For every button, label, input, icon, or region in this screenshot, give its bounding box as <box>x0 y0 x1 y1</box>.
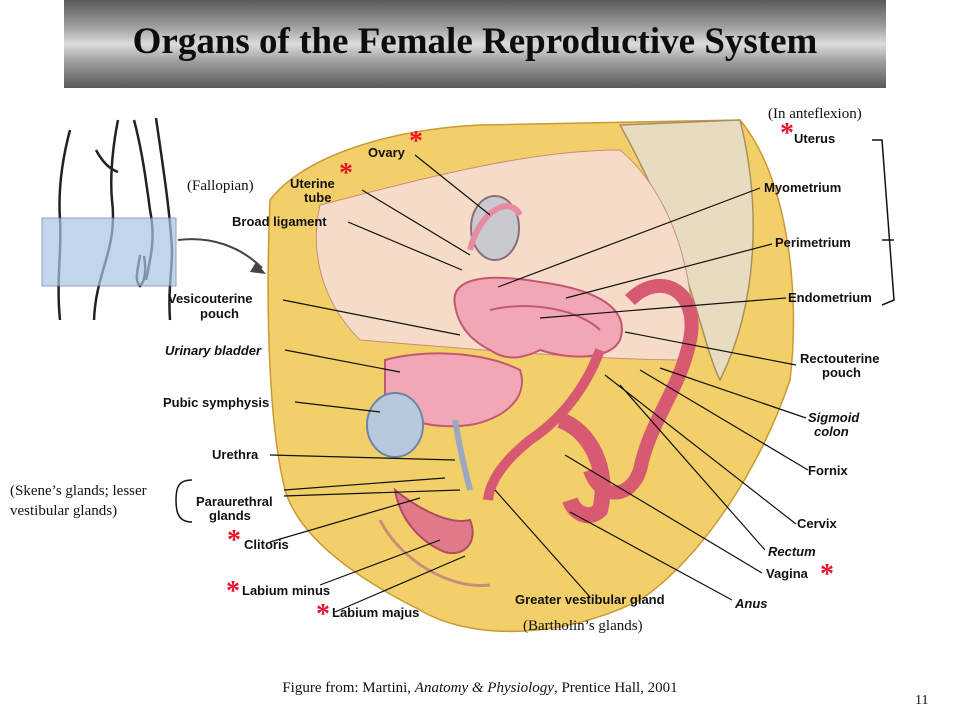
star-labium-minus: * <box>226 576 240 607</box>
label-vesicouterine-1: Vesicouterine <box>168 291 253 306</box>
pubic-symphysis-shape <box>366 392 424 458</box>
label-endometrium: Endometrium <box>788 290 872 305</box>
uterine-cavity <box>489 305 601 331</box>
labium-majus-shape <box>378 519 491 588</box>
label-uterus: Uterus <box>794 131 836 146</box>
label-anus: Anus <box>735 596 768 611</box>
label-vagina: Vagina <box>766 566 808 581</box>
label-perimetrium: Perimetrium <box>775 235 851 250</box>
body-highlight-box <box>41 217 177 287</box>
label-sigmoid-colon-1: Sigmoid <box>808 410 860 425</box>
note-anteflexion: (In anteflexion) <box>768 106 862 122</box>
caption-book: Anatomy & Physiology <box>414 680 554 696</box>
skenes-bracket <box>175 479 193 523</box>
sigmoid-colon-shape <box>583 278 699 500</box>
note-bartholins: (Bartholin’s glands) <box>523 618 643 634</box>
slide-title: Organs of the Female Reproductive System <box>132 21 818 62</box>
uterus-shape <box>453 276 623 359</box>
label-broad-ligament: Broad ligament <box>232 214 327 229</box>
star-ovary: * <box>409 126 423 157</box>
label-cervix: Cervix <box>797 516 837 531</box>
star-vagina: * <box>820 559 834 590</box>
label-paraurethral-1: Paraurethral <box>196 494 273 509</box>
label-uterine-tube-1: Uterine <box>290 176 335 191</box>
label-urethra: Urethra <box>212 447 259 462</box>
label-labium-majus: Labium majus <box>332 605 420 620</box>
note-skenes-1: (Skene’s glands; lesser <box>10 483 147 499</box>
title-bar: Organs of the Female Reproductive System <box>64 0 886 88</box>
label-pubic-symphysis: Pubic symphysis <box>163 395 270 410</box>
label-urinary-bladder: Urinary bladder <box>165 343 262 358</box>
figure-caption: Figure from: Martini, Anatomy & Physiolo… <box>0 680 960 697</box>
label-clitoris: Clitoris <box>244 537 289 552</box>
star-labium-majus: * <box>316 599 330 630</box>
label-myometrium: Myometrium <box>764 180 842 195</box>
ovary-shape <box>470 195 520 261</box>
note-skenes-2: vestibular glands) <box>10 503 118 519</box>
label-paraurethral-2: glands <box>209 508 251 523</box>
vulva-shape <box>393 487 474 555</box>
label-rectum: Rectum <box>768 544 816 559</box>
label-fornix: Fornix <box>808 463 848 478</box>
pelvic-section <box>267 119 795 633</box>
uterine-tube-shape <box>467 203 523 251</box>
uterus-bracket <box>872 139 895 306</box>
rectum-shape <box>556 412 611 524</box>
note-fallopian: (Fallopian) <box>187 178 254 194</box>
urethra-shape <box>452 419 473 491</box>
caption-suffix: , Prentice Hall, 2001 <box>553 680 678 696</box>
leader-lines <box>269 154 809 613</box>
label-rectouterine-1: Rectouterine <box>800 351 880 366</box>
caption-prefix: Figure from: Martini, <box>282 680 415 696</box>
label-vesicouterine-2: pouch <box>200 306 239 321</box>
star-uterus: * <box>780 118 794 149</box>
vagina-shape <box>483 348 605 501</box>
label-ovary: Ovary <box>368 145 405 160</box>
label-labium-minus: Labium minus <box>242 583 331 598</box>
brackets <box>175 139 895 523</box>
label-uterine-tube-2: tube <box>304 190 332 205</box>
pointer-arrow <box>177 238 263 269</box>
label-sigmoid-colon-2: colon <box>814 424 849 439</box>
star-uterine-tube: * <box>339 158 353 189</box>
star-clitoris: * <box>227 525 241 556</box>
label-rectouterine-2: pouch <box>822 365 861 380</box>
label-greater-vestibular-gland: Greater vestibular gland <box>515 592 665 607</box>
page-number: 11 <box>915 693 929 708</box>
